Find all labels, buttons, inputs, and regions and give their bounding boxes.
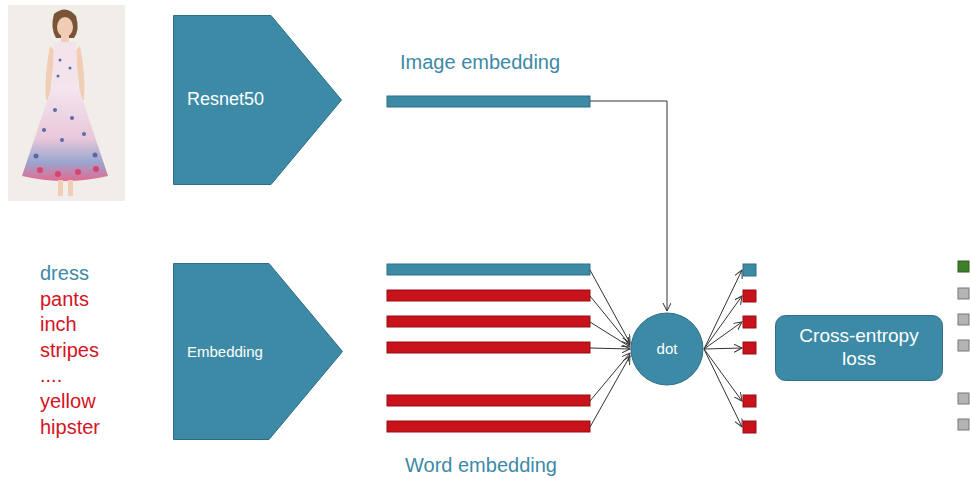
output-lines (704, 270, 742, 427)
embedding-label: Word embedding (405, 454, 557, 477)
dress-pattern (34, 59, 98, 159)
leg (68, 180, 73, 196)
word-embedding-bar (387, 264, 590, 275)
score-square (743, 342, 756, 354)
word-embedding-bar (387, 316, 590, 327)
score-square (743, 264, 756, 276)
word-embedding-bar (387, 421, 590, 432)
resnet-block: Resnet50 (173, 15, 342, 185)
round-shape (776, 316, 943, 381)
word-embedding-bars (387, 264, 590, 432)
word-item: inch (40, 313, 77, 336)
word-embedding-bar (387, 395, 590, 406)
word-line (590, 348, 630, 349)
target-square (958, 340, 969, 351)
dress-photo (8, 5, 125, 201)
embedding-label: Image embedding (400, 51, 560, 74)
target-square (958, 261, 969, 272)
word-line (590, 296, 630, 345)
dress-bodice (52, 42, 78, 86)
leg (58, 180, 63, 196)
dress-skirt (22, 86, 108, 181)
score-line (704, 322, 742, 349)
photo-background (8, 5, 125, 201)
score-square (743, 395, 756, 407)
node-label: Resnet50 (187, 89, 264, 111)
word-item: pants (40, 288, 89, 311)
hair (52, 9, 77, 38)
dot-product: dot (630, 312, 704, 386)
face (57, 17, 73, 37)
word-embedding-bar (387, 290, 590, 301)
word-item: .... (40, 364, 62, 387)
word-item: yellow (40, 390, 96, 413)
score-square (743, 421, 756, 433)
word-embedding-bar (387, 342, 590, 353)
word-item: stripes (40, 339, 99, 362)
word-item: hipster (40, 416, 100, 439)
node-label: Cross-entropy loss (793, 325, 925, 371)
loss-box: Cross-entropy loss (775, 315, 943, 381)
word-line (590, 322, 630, 347)
score-line (704, 349, 742, 427)
image-embedding-bar (387, 96, 590, 107)
pent-shape (174, 16, 342, 185)
target-square (958, 419, 969, 430)
score-square (743, 290, 756, 302)
target-squares (958, 261, 969, 430)
image-line (590, 101, 667, 311)
score-square (743, 316, 756, 328)
score-squares (743, 264, 756, 433)
circle-shape (631, 313, 703, 385)
dress-flowers (37, 166, 99, 177)
score-line (704, 270, 742, 349)
word-line (590, 356, 630, 427)
score-line (704, 349, 742, 401)
node-label: dot (657, 340, 678, 358)
word-line (590, 270, 630, 343)
score-line (704, 296, 742, 349)
embedding-block: Embedding (173, 263, 343, 440)
target-square (958, 393, 969, 404)
word-item: dress (40, 262, 89, 285)
neck (61, 35, 69, 43)
target-square (958, 314, 969, 325)
target-square (958, 288, 969, 299)
pent-shape (174, 264, 343, 440)
score-line (704, 348, 742, 349)
word-line (590, 353, 630, 401)
node-label: Embedding (187, 343, 263, 361)
